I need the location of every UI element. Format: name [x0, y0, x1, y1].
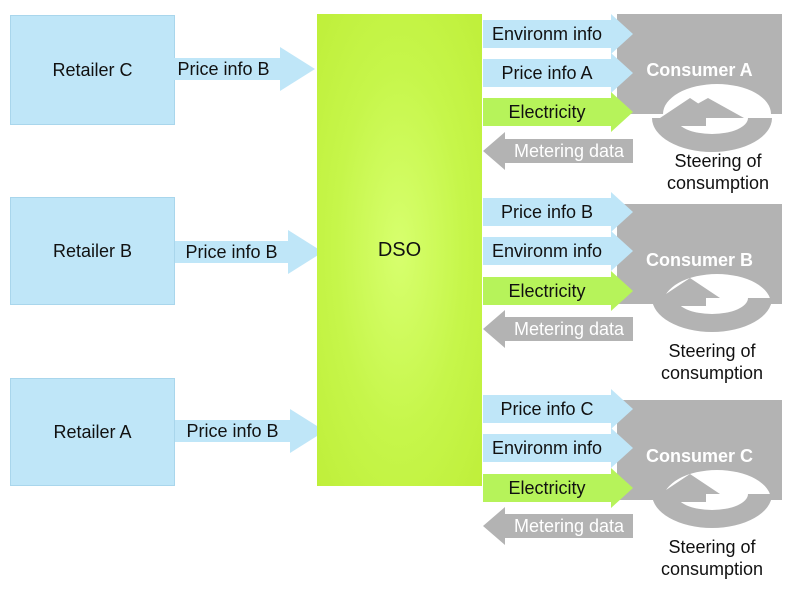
retailer-a-price-label: Price info B: [186, 420, 279, 441]
consumer-a-steering-text: Steering of consumption: [648, 150, 788, 194]
retailer-c-price-label: Price info B: [177, 58, 270, 79]
curved-arrow-icon: [652, 474, 772, 528]
consumer-box-shape: [617, 14, 782, 114]
consumer-a-arrow-2: Price info A: [483, 53, 633, 93]
arrow-shape: [483, 507, 633, 545]
arrow-shape: [167, 47, 315, 91]
consumer-c-steering-text: Steering of consumption: [642, 536, 782, 580]
retailer-c-label: Retailer C: [52, 59, 133, 80]
arrow-shape: [483, 271, 633, 311]
consumer-c-metering-label: Metering data: [513, 515, 625, 536]
arrow-shape: [483, 310, 633, 348]
arrow-shape: [175, 230, 323, 274]
arrow-shape: [483, 132, 633, 170]
retailer-b-label: Retailer B: [52, 240, 133, 261]
retailer-b-price-label: Price info B: [185, 241, 278, 262]
consumer-a-arrow-2-label: Price info A: [501, 62, 593, 83]
consumer-a-electricity-arrow: Electricity: [483, 92, 633, 132]
consumer-a-electricity-label: Electricity: [508, 101, 586, 122]
arrow-shape: [175, 409, 325, 453]
consumer-b-electricity-label: Electricity: [508, 280, 586, 301]
consumer-c-arrow-1-label: Price info C: [500, 398, 594, 419]
consumer-a-metering-label: Metering data: [513, 140, 625, 161]
dso-label: DSO: [377, 238, 422, 261]
dso-box: DSO: [317, 14, 482, 486]
consumer-c-metering-arrow: Metering data: [483, 507, 633, 545]
arrow-shape: [483, 192, 633, 232]
consumer-b-steering-text: Steering of consumption: [642, 340, 782, 384]
steering-line-2: consumption: [660, 559, 764, 579]
consumer-box-shape: [617, 400, 782, 500]
retailer-c-box: Retailer C: [10, 15, 175, 125]
arrow-shape: [483, 428, 633, 468]
consumer-b-metering-label: Metering data: [513, 318, 625, 339]
arrow-shape: [483, 14, 633, 54]
retailer-a-label: Retailer A: [53, 421, 132, 442]
consumer-b-arrow-1: Price info B: [483, 192, 633, 232]
consumer-b-box: Consumer B: [617, 204, 782, 312]
consumer-c-box: Consumer C: [617, 400, 782, 508]
steering-line-2: consumption: [660, 363, 764, 383]
arrow-shape: [483, 468, 633, 508]
consumer-b-arrow-1-label: Price info B: [500, 201, 594, 222]
consumer-b-arrow-2: Environm info: [483, 231, 633, 271]
retailer-a-box: Retailer A: [10, 378, 175, 486]
consumer-b-label: Consumer B: [645, 249, 753, 270]
retailer-a-price-arrow: Price info B: [175, 409, 325, 453]
retailer-b-box: Retailer B: [10, 197, 175, 305]
curved-arrow-icon: [652, 278, 772, 332]
consumer-a-label: Consumer A: [646, 59, 753, 80]
steering-line-1: Steering of: [674, 151, 762, 171]
retailer-b-price-arrow: Price info B: [175, 230, 323, 274]
consumer-b-electricity-arrow: Electricity: [483, 271, 633, 311]
curved-arrow-icon: [652, 98, 772, 152]
arrow-shape: [483, 92, 633, 132]
consumer-a-metering-arrow: Metering data: [483, 132, 633, 170]
arrow-shape: [483, 389, 633, 429]
consumer-box-shape: [617, 204, 782, 304]
consumer-c-label: Consumer C: [645, 445, 753, 466]
steering-line-2: consumption: [666, 173, 770, 193]
consumer-b-arrow-2-label: Environm info: [491, 240, 603, 261]
consumer-c-arrow-2-label: Environm info: [491, 437, 603, 458]
consumer-c-electricity-arrow: Electricity: [483, 468, 633, 508]
steering-line-1: Steering of: [668, 537, 756, 557]
retailer-c-price-arrow: Price info B: [167, 47, 315, 91]
consumer-b-metering-arrow: Metering data: [483, 310, 633, 348]
consumer-c-arrow-1: Price info C: [483, 389, 633, 429]
arrow-shape: [483, 53, 633, 93]
arrow-shape: [483, 231, 633, 271]
consumer-a-box: Consumer A: [617, 14, 782, 122]
steering-line-1: Steering of: [668, 341, 756, 361]
consumer-c-arrow-2: Environm info: [483, 428, 633, 468]
consumer-a-arrow-1-label: Environm info: [491, 23, 603, 44]
consumer-a-arrow-1: Environm info: [483, 14, 633, 54]
consumer-c-electricity-label: Electricity: [508, 477, 586, 498]
